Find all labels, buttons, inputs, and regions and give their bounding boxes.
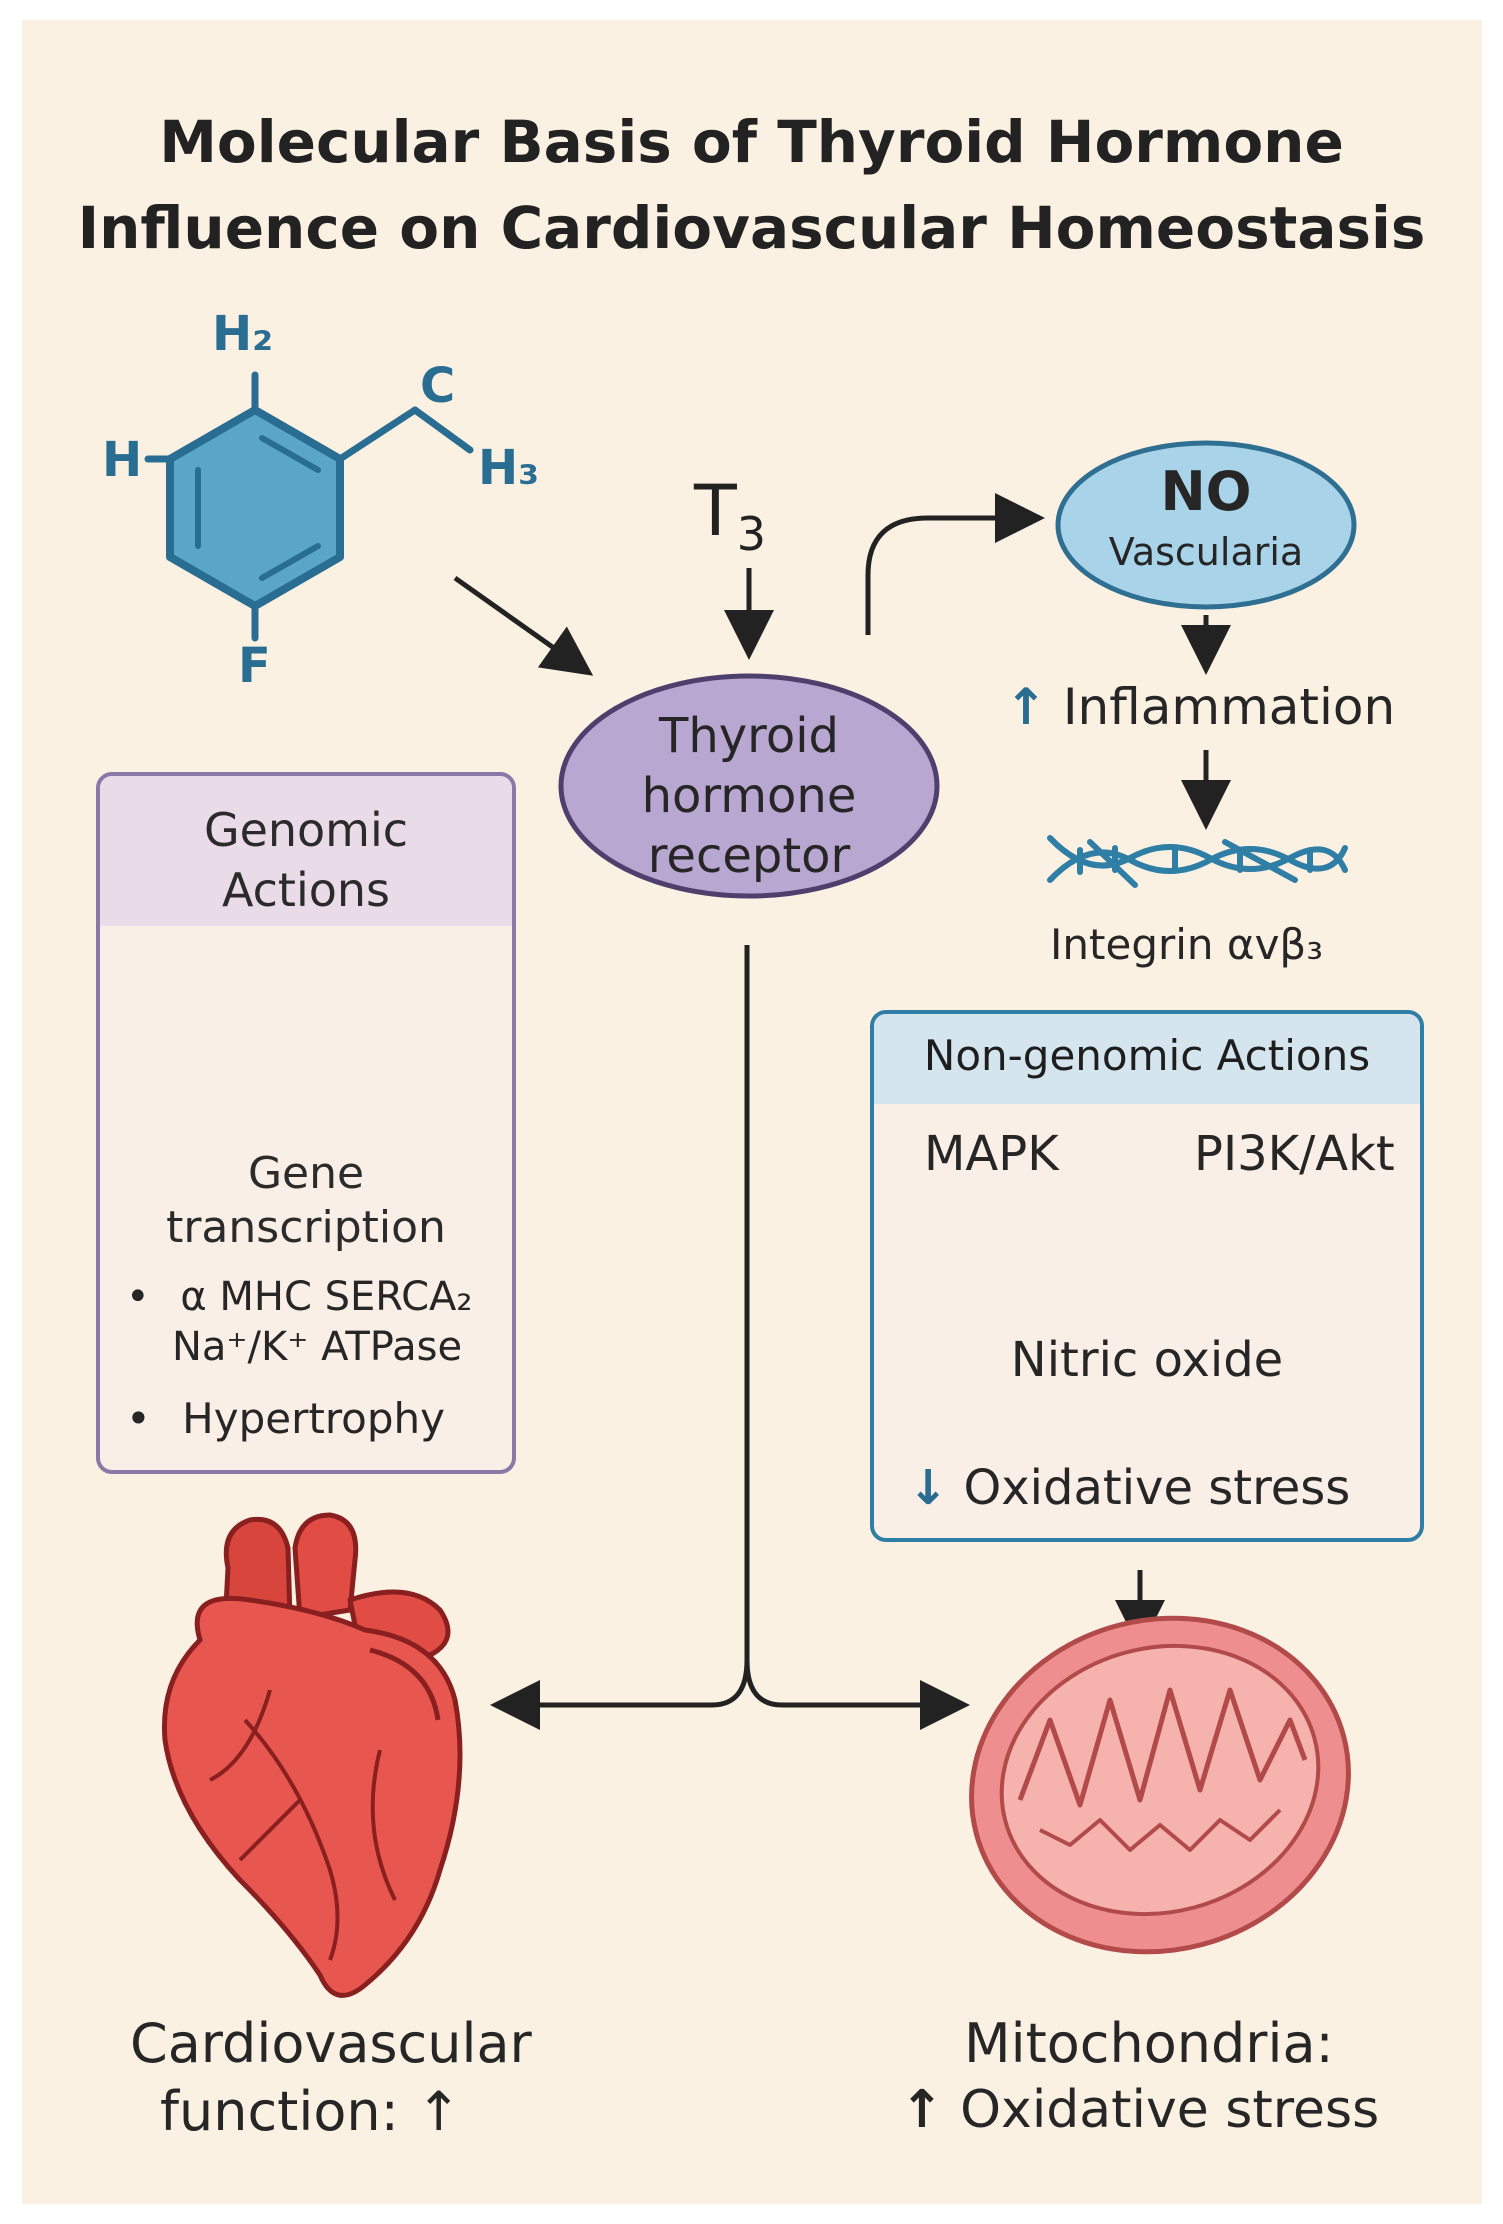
benzene-molecule xyxy=(144,371,474,642)
genomic-bullet-2: • Hypertrophy xyxy=(126,1394,445,1443)
integrin-label: Integrin αvβ₃ xyxy=(1050,920,1324,969)
genomic-bullet-2-text: Hypertrophy xyxy=(182,1394,445,1443)
no-label: NO xyxy=(1160,460,1252,523)
gene-line-2: transcription xyxy=(166,1202,446,1253)
molecule-h-label: H xyxy=(102,432,143,488)
inflammation-label: Inflammation xyxy=(1062,678,1396,736)
nongenomic-title: Non-genomic Actions xyxy=(923,1031,1371,1080)
pi3k-akt-label: PI3K/Akt xyxy=(1194,1126,1395,1182)
gene-line-1: Gene xyxy=(247,1148,365,1199)
genomic-header xyxy=(100,776,512,926)
bullet-icon: • xyxy=(126,1394,151,1443)
up-arrow-icon: ↑ xyxy=(1005,678,1047,736)
receptor-line-1: Thyroid xyxy=(659,708,839,764)
receptor-line-2: hormone xyxy=(641,768,857,824)
nongenomic-oxidative-label: Oxidative stress xyxy=(963,1460,1351,1516)
up-arrow-icon: ↑ xyxy=(900,2080,944,2140)
cardio-line-2: function: ↑ xyxy=(160,2080,462,2143)
mito-line-2: Oxidative stress xyxy=(960,2080,1380,2140)
mito-line-2-row: ↑ Oxidative stress xyxy=(900,2080,1379,2140)
molecule-h2-label: H₂ xyxy=(212,306,274,362)
receptor-ellipse xyxy=(558,673,940,899)
mitochondria-icon xyxy=(969,1615,1351,1955)
nongenomic-oxidative-row: ↓ Oxidative stress xyxy=(908,1460,1350,1516)
molecule-c-label: C xyxy=(420,358,456,414)
vascularia-label: Vascularia xyxy=(1108,530,1304,574)
receptor-line-3: receptor xyxy=(647,828,851,884)
genomic-bullet-1-line-2: Na⁺/K⁺ ATPase xyxy=(172,1324,463,1370)
molecule-h3-label: H₃ xyxy=(478,440,540,496)
arrow-receptor-split xyxy=(490,945,750,1730)
t3-label: T3 xyxy=(694,470,767,561)
arrow-molecule-to-receptor xyxy=(453,575,594,676)
arrow-receptor-to-mito xyxy=(744,1659,970,1730)
no-ellipse xyxy=(1055,440,1357,610)
down-arrow-icon: ↓ xyxy=(908,1460,949,1516)
mito-line-1: Mitochondria: xyxy=(964,2012,1334,2075)
heart-icon xyxy=(161,1512,463,1998)
receptor-label: Thyroid hormone receptor xyxy=(561,706,937,886)
genomic-bullet-1: • α MHC SERCA₂ xyxy=(126,1274,472,1320)
title-line-1: Molecular Basis of Thyroid Hormone xyxy=(159,108,1344,176)
genomic-bullet-1-text: α MHC SERCA₂ xyxy=(180,1274,473,1320)
dna-icon-integrin xyxy=(1047,835,1348,888)
genomic-title-line-1: Genomic xyxy=(203,803,409,857)
cardio-line-1: Cardiovascular xyxy=(130,2012,532,2075)
inflammation-row: ↑ Inflammation xyxy=(1005,678,1395,736)
bullet-icon: • xyxy=(126,1274,150,1320)
title-line-2: Influence on Cardiovascular Homeostasis xyxy=(77,194,1426,262)
mapk-label: MAPK xyxy=(924,1126,1059,1182)
nongenomic-header xyxy=(874,1014,1420,1104)
arrow-receptor-to-no xyxy=(865,493,1045,635)
genomic-actions-box: Genomic Actions Gene transcription • α M… xyxy=(96,772,516,1474)
nongenomic-actions-box: Non-genomic Actions MAPK PI3K/Akt Nitric… xyxy=(870,1010,1424,1542)
nitric-oxide-label: Nitric oxide xyxy=(1010,1332,1284,1388)
molecule-f-label: F xyxy=(238,638,271,694)
genomic-title-line-2: Actions xyxy=(221,863,391,917)
